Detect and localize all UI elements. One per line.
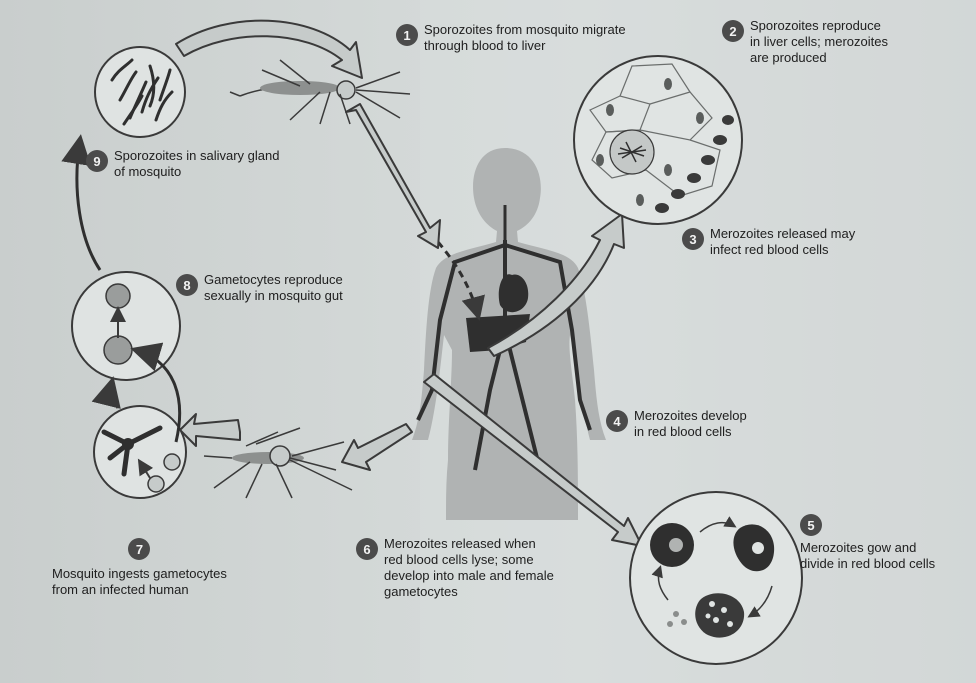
step-5-badge: 5 (800, 514, 822, 536)
step-1-caption: Sporozoites from mosquito migrate throug… (424, 22, 626, 54)
step-9-caption: Sporozoites in salivary gland of mosquit… (114, 148, 279, 180)
fertilization-circle (94, 406, 186, 498)
step-3-badge: 3 (682, 228, 704, 250)
step-7: 7 Mosquito ingests gametocytes from an i… (52, 536, 227, 598)
step-5: 5 Merozoites gow and divide in red blood… (800, 512, 935, 572)
step-6: 6 Merozoites released when red blood cel… (356, 536, 554, 600)
step-3: 3 Merozoites released may infect red blo… (682, 226, 855, 258)
red-blood-cell-icon (630, 492, 802, 664)
salivary-gland-icon (95, 47, 185, 137)
heart-icon (499, 274, 529, 312)
mosquito-icon (230, 60, 410, 124)
step-8-badge: 8 (176, 274, 198, 296)
step-4-badge: 4 (606, 410, 628, 432)
step-8-caption: Gametocytes reproduce sexually in mosqui… (204, 272, 343, 304)
step-9: 9 Sporozoites in salivary gland of mosqu… (86, 148, 279, 180)
step-4: 4 Merozoites develop in red blood cells (606, 408, 747, 440)
step-2: 2 Sporozoites reproduce in liver cells; … (722, 18, 888, 66)
step-5-caption: Merozoites gow and divide in red blood c… (800, 540, 935, 572)
step-8: 8 Gametocytes reproduce sexually in mosq… (176, 272, 343, 304)
step-9-badge: 9 (86, 150, 108, 172)
step-6-badge: 6 (356, 538, 378, 560)
step-6-caption: Merozoites released when red blood cells… (384, 536, 554, 600)
step-7-badge: 7 (128, 538, 150, 560)
step-1-badge: 1 (396, 24, 418, 46)
step-7-caption: Mosquito ingests gametocytes from an inf… (52, 566, 227, 598)
gametocyte-gut-circle (72, 272, 180, 380)
liver-cells-icon (574, 56, 742, 224)
step-3-caption: Merozoites released may infect red blood… (710, 226, 855, 258)
step-4-caption: Merozoites develop in red blood cells (634, 408, 747, 440)
step-1: 1 Sporozoites from mosquito migrate thro… (396, 22, 626, 54)
step-2-badge: 2 (722, 20, 744, 42)
step-2-caption: Sporozoites reproduce in liver cells; me… (750, 18, 888, 66)
